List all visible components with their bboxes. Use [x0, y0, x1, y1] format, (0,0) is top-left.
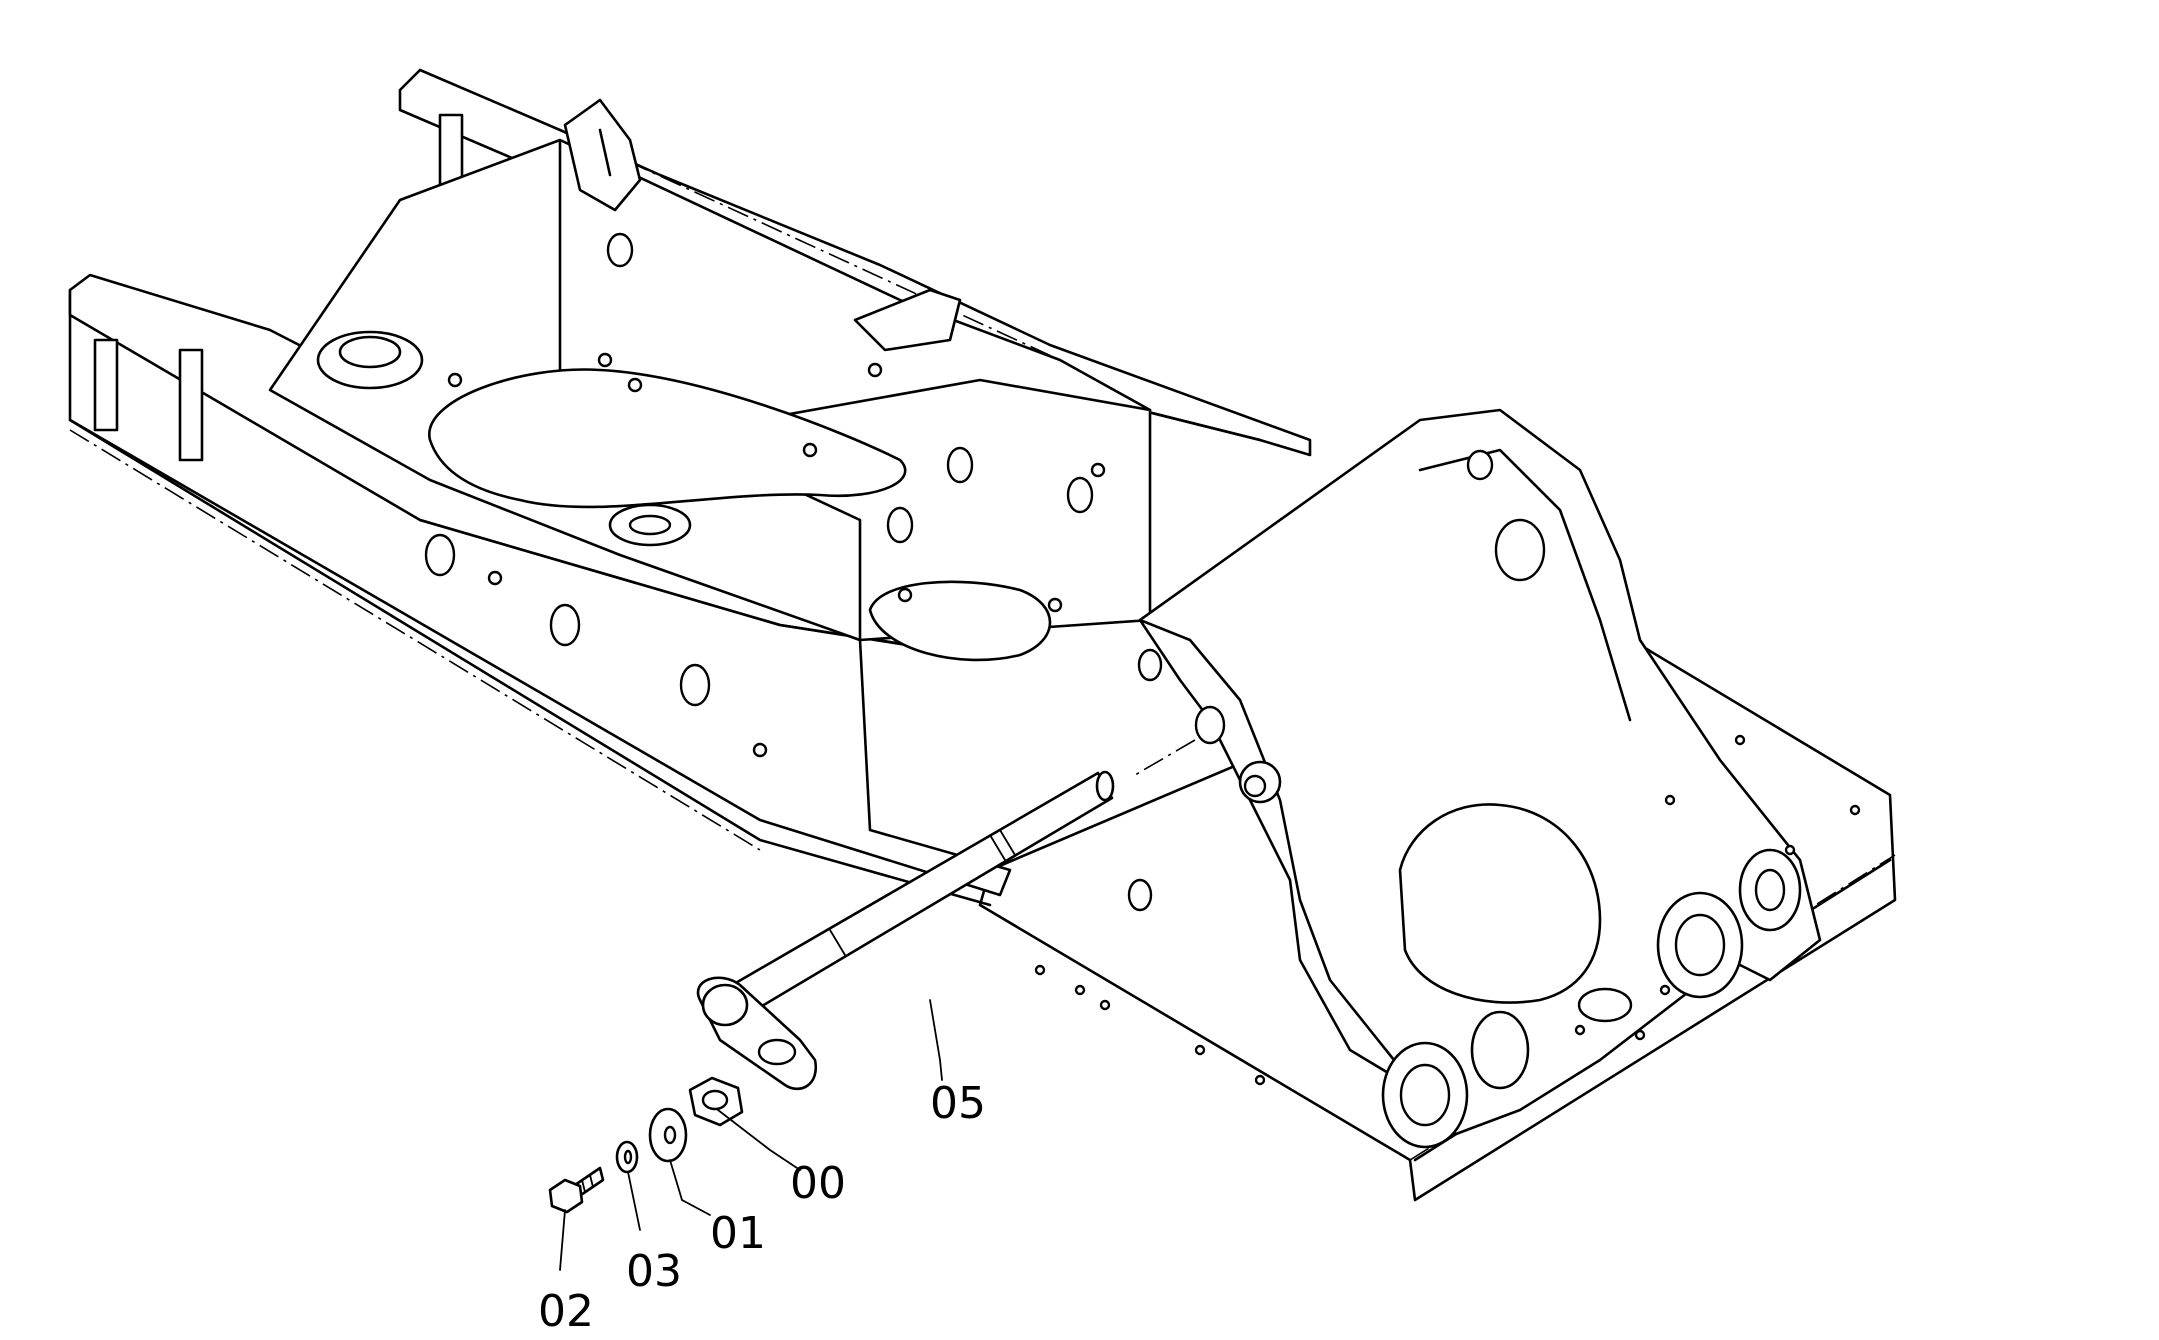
- callout-label-03: 03: [626, 1246, 682, 1297]
- callout-label-05: 05: [930, 1078, 986, 1129]
- callout-label-00: 00: [790, 1158, 846, 1209]
- washer-01: [648, 1107, 688, 1163]
- spring-washer-03: [615, 1140, 639, 1174]
- rail-bracket-lower: [853, 288, 962, 352]
- nut-00: [688, 1076, 744, 1127]
- boom-foot-bracket: [1138, 408, 1822, 1142]
- bolt-02: [548, 1166, 605, 1214]
- bracket-opening: [1398, 803, 1602, 1004]
- leader-lines: [559, 999, 943, 1271]
- callout-label-02: 02: [538, 1286, 594, 1337]
- rail-bracket-upper: [563, 98, 642, 212]
- lower-opening: [868, 580, 1052, 662]
- pin-05: [696, 770, 1115, 1091]
- frame-assembly: [68, 68, 1897, 1202]
- upper-opening: [428, 368, 907, 509]
- callout-label-01: 01: [710, 1208, 766, 1259]
